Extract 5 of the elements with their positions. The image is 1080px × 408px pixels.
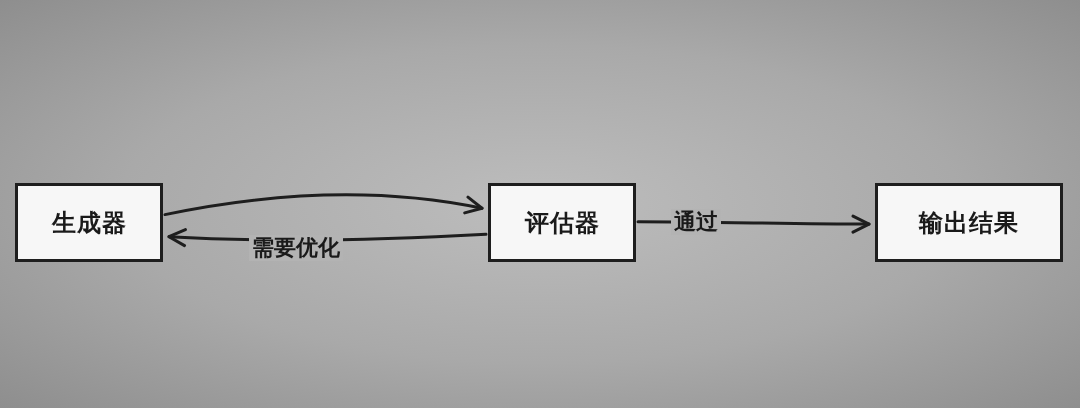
process-box: 输出结果	[875, 183, 1063, 262]
edge-label: 需要优化	[248, 234, 343, 261]
process-box: 生成器	[15, 183, 163, 262]
arrow	[163, 193, 484, 217]
process-box: 评估器	[488, 183, 636, 262]
